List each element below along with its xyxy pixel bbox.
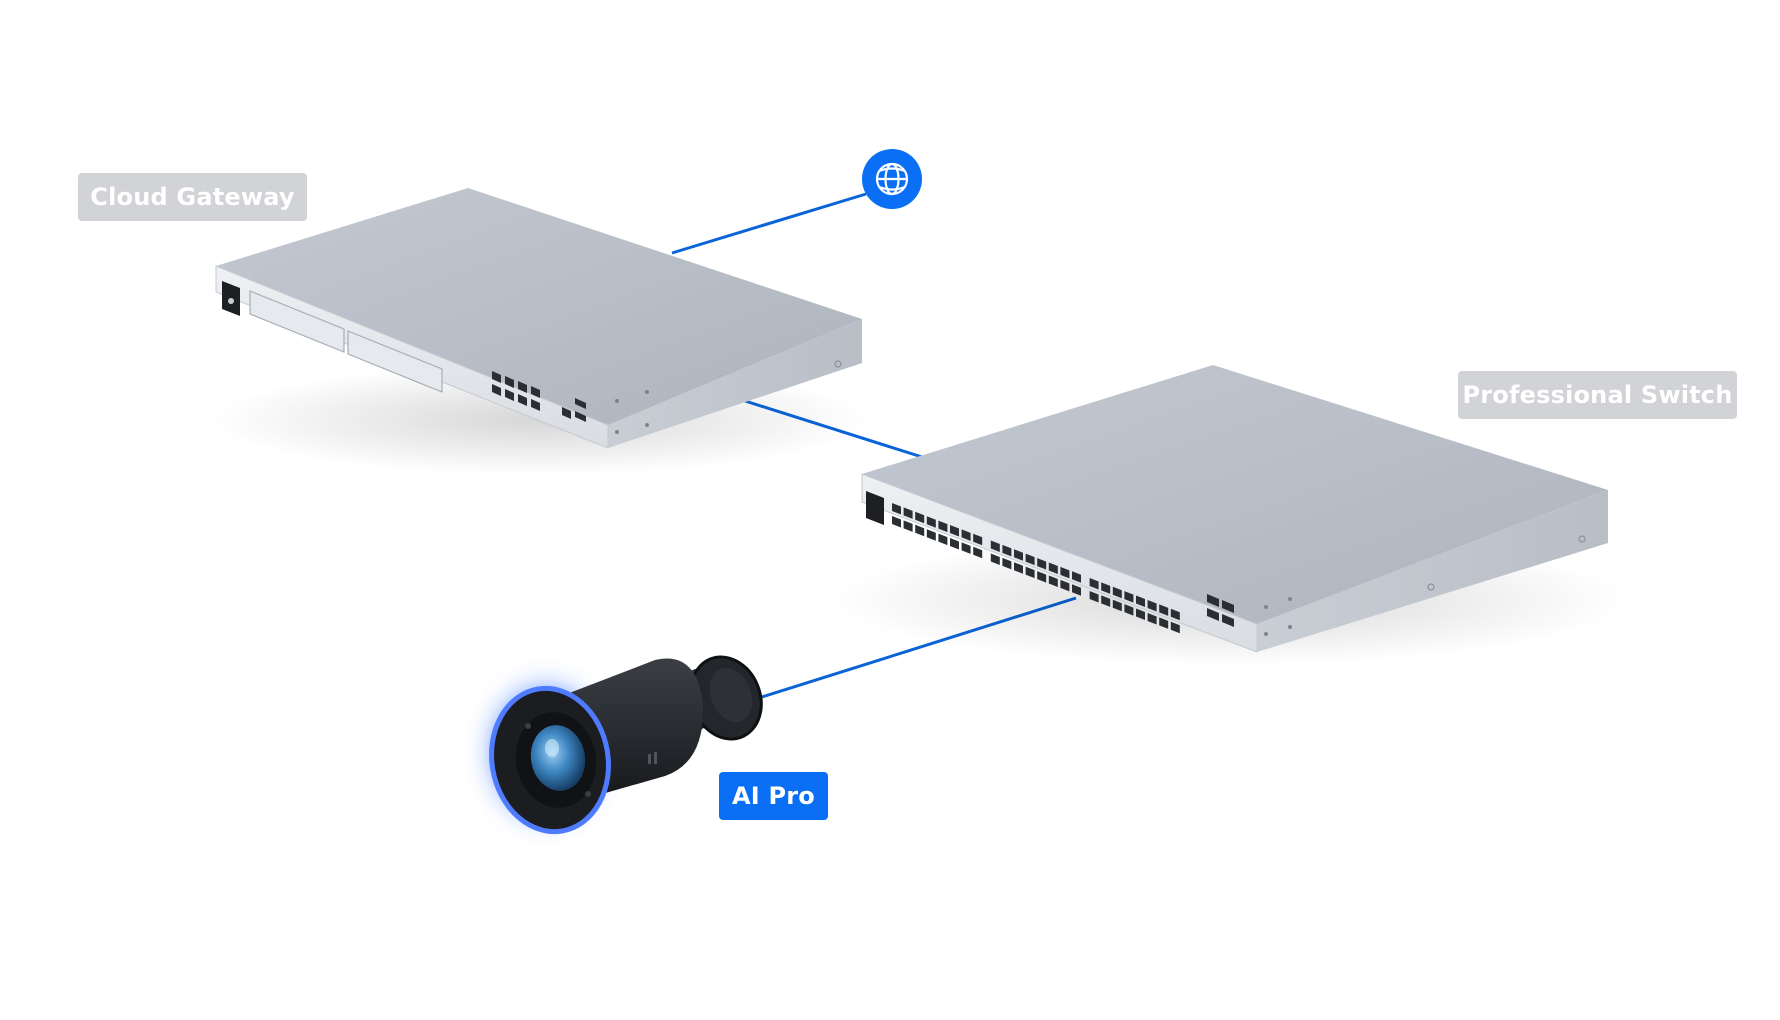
switch-port: [1170, 621, 1180, 634]
gateway-side-panel: [608, 319, 862, 448]
switch-port: [950, 538, 959, 550]
switch-port: [915, 511, 925, 524]
switch-port: [1124, 591, 1134, 603]
switch-front-panel: [861, 473, 1258, 653]
switch-port: [1014, 562, 1023, 574]
cloud-gateway-device: [215, 188, 862, 449]
professional-switch-label: Professional Switch: [1458, 371, 1737, 419]
switch-port: [961, 542, 971, 554]
gateway-drive-bay-2: [347, 330, 443, 393]
switch-port: [892, 516, 901, 528]
ai-pro-camera: [480, 655, 763, 835]
switch-port: [926, 516, 936, 528]
switch-port: [961, 529, 971, 541]
switch-port: [1060, 566, 1070, 579]
switch-port: [1037, 571, 1047, 583]
switch-side-panel: [1257, 490, 1608, 652]
switch-port: [1170, 608, 1180, 621]
switch-port: [1048, 575, 1058, 587]
switch-port: [1101, 582, 1111, 594]
switch-port: [990, 553, 1000, 565]
internet-node: [862, 149, 922, 209]
cloud-gateway-label: Cloud Gateway: [78, 173, 307, 221]
switch-port: [903, 507, 913, 519]
switch-port: [1014, 549, 1023, 561]
professional-switch-device: [861, 365, 1608, 653]
switch-port: [950, 525, 959, 537]
switch-port: [938, 520, 948, 533]
switch-port: [1072, 584, 1081, 596]
switch-port: [1101, 595, 1111, 607]
switch-port: [1048, 562, 1058, 574]
switch-port: [1089, 577, 1099, 590]
switch-port: [1072, 571, 1081, 583]
switch-port: [1112, 586, 1122, 599]
switch-port: [1159, 604, 1169, 616]
switch-port: [1147, 599, 1157, 612]
switch-port: [1037, 558, 1047, 570]
switch-port: [1136, 608, 1145, 621]
switch-port: [1025, 553, 1035, 566]
switch-port: [1159, 617, 1169, 629]
switch-port: [1136, 595, 1145, 608]
switch-port: [1060, 579, 1070, 592]
switch-port: [973, 546, 983, 559]
switch-port: [903, 520, 913, 532]
switch-port: [1147, 612, 1157, 625]
gateway-drive-bay-1: [249, 290, 345, 353]
switch-port: [892, 503, 901, 515]
globe-icon: [875, 162, 909, 196]
switch-ethernet-ports: [892, 503, 1180, 634]
switch-port: [990, 540, 1000, 552]
switch-port: [1124, 604, 1134, 616]
switch-port: [915, 524, 925, 537]
gateway-ethernet-ports: [492, 371, 586, 422]
gateway-top-panel: [216, 188, 862, 425]
switch-console-port: [866, 491, 884, 525]
switch-port: [1025, 566, 1035, 579]
switch-port: [973, 533, 983, 546]
link-internet-to-gateway: [671, 192, 867, 255]
ai-pro-label: AI Pro: [719, 772, 828, 820]
switch-port: [1112, 599, 1122, 612]
switch-port: [938, 533, 948, 546]
switch-port: [926, 529, 936, 541]
switch-top-panel: [862, 365, 1608, 624]
switch-port: [1002, 544, 1012, 557]
switch-sfp-ports: [1207, 594, 1234, 627]
switch-port: [1089, 590, 1099, 603]
switch-port: [1002, 557, 1012, 570]
